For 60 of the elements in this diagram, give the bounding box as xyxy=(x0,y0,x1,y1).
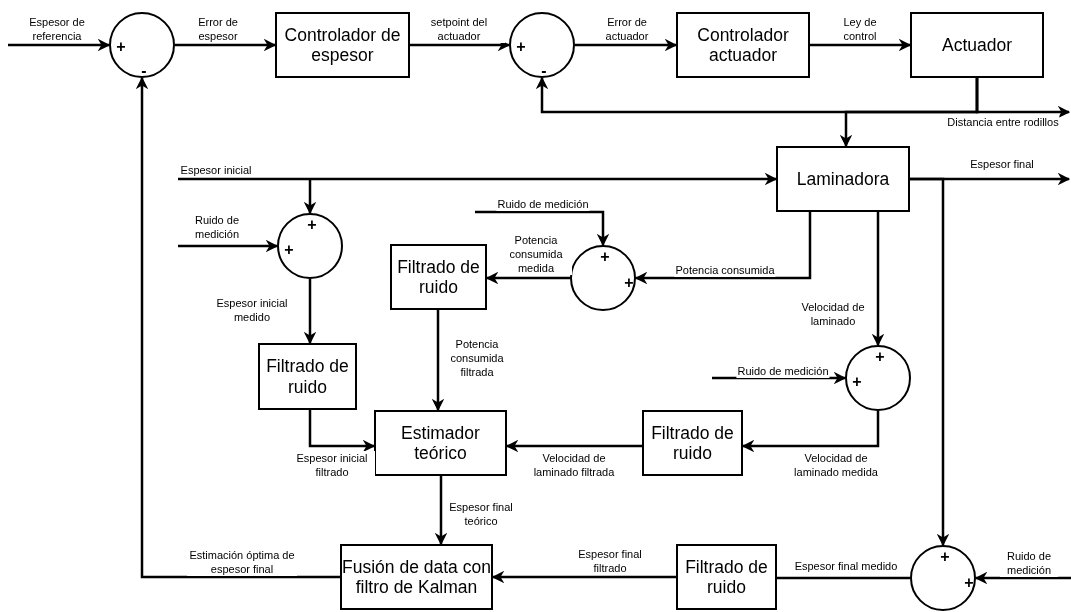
block-box xyxy=(910,12,1044,78)
block-label: Fusión de data con filtro de Kalman xyxy=(342,556,491,598)
edge-label: Distancia entre rodillos xyxy=(946,115,1060,129)
block-label: Filtrado de ruido xyxy=(684,556,769,598)
sign-label: - xyxy=(541,63,547,79)
sign-label: - xyxy=(141,63,147,79)
arrow xyxy=(431,310,445,412)
block-label: Actuador xyxy=(941,34,1012,56)
block-label: Filtrado de ruido xyxy=(650,422,735,464)
block-box xyxy=(340,544,493,610)
arrow xyxy=(634,212,812,285)
arrow xyxy=(974,571,1071,585)
arrow xyxy=(712,371,847,385)
edge-label: Espesor final medido xyxy=(793,559,899,573)
block-box xyxy=(642,410,743,476)
block-label: Controlador actuador xyxy=(696,24,790,66)
arrow xyxy=(910,177,950,547)
block-box xyxy=(676,544,777,610)
block-box xyxy=(258,343,357,410)
block-label: Laminadora xyxy=(796,168,890,190)
arrow xyxy=(175,38,277,52)
block-box xyxy=(776,146,910,212)
block-label: Filtrado de ruido xyxy=(396,256,481,298)
arrow xyxy=(871,212,885,347)
arrow xyxy=(575,38,678,52)
block-box xyxy=(676,12,810,78)
arrow xyxy=(178,172,778,186)
arrow xyxy=(308,410,376,453)
arrow xyxy=(810,38,912,52)
edge-label: Estimación óptima de espesor final xyxy=(187,548,297,576)
sign-label: + xyxy=(307,217,317,233)
sign-label: + xyxy=(600,249,610,265)
edge-label: Espesor inicial xyxy=(179,163,253,177)
arrow xyxy=(975,78,1071,119)
sign-label: + xyxy=(516,39,526,55)
block-box xyxy=(275,12,410,78)
arrow xyxy=(135,76,340,579)
block-label: Estimador teórico xyxy=(400,422,481,464)
sign-label: + xyxy=(116,39,126,55)
arrow xyxy=(434,476,448,546)
arrow xyxy=(303,179,317,215)
arrow xyxy=(178,239,279,253)
arrow xyxy=(475,210,610,247)
block-box xyxy=(390,244,487,310)
block-label: Controlador de espesor xyxy=(283,24,402,66)
arrow xyxy=(8,38,111,52)
sign-label: + xyxy=(284,242,294,258)
sign-label: + xyxy=(964,575,974,591)
edge-label: Potencia consumida xyxy=(674,263,776,277)
sign-label: + xyxy=(624,275,634,291)
edge-label: Espesor final xyxy=(969,157,1035,171)
edge-label: Ruido de medición xyxy=(1000,549,1058,577)
sign-label: + xyxy=(852,374,862,390)
edge-label: Ruido de medición xyxy=(496,197,590,211)
block-label: Filtrado de ruido xyxy=(265,356,350,397)
sign-label: + xyxy=(940,549,950,565)
edge-label: Ruido de medición xyxy=(736,364,830,378)
sign-label: + xyxy=(875,349,885,365)
arrow xyxy=(303,279,317,345)
block-box xyxy=(374,410,507,476)
